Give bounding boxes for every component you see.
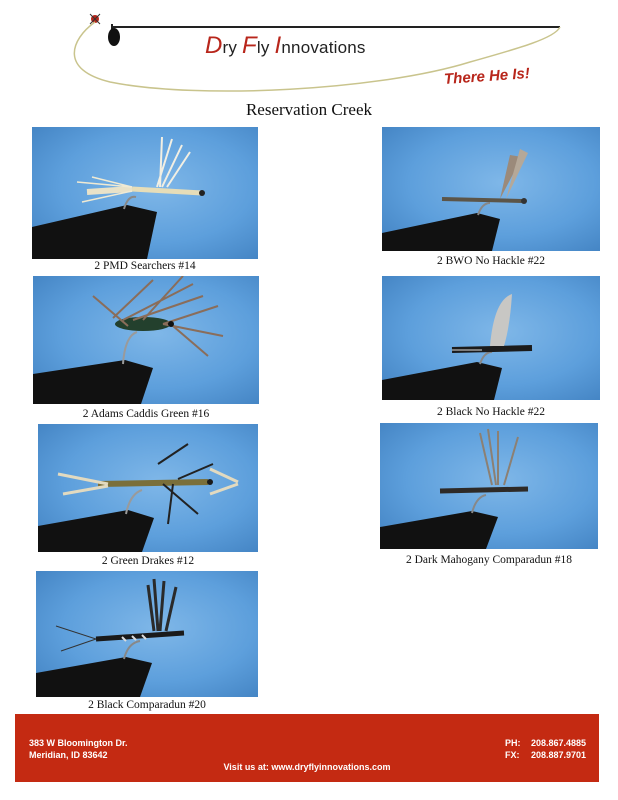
phone-number: 208.867.4885	[531, 738, 587, 748]
brand-text-2: ly	[256, 38, 275, 57]
fly-item-bwo-no-hackle: 2 BWO No Hackle #22	[382, 127, 600, 269]
fly-photo	[380, 423, 598, 549]
fly-caption: 2 Adams Caddis Green #16	[82, 408, 210, 420]
fly-caption: 2 BWO No Hackle #22	[437, 255, 545, 267]
fax-number: 208.887.9701	[531, 750, 587, 760]
fly-image-bwo	[382, 149, 528, 251]
fly-caption: 2 Black Comparadun #20	[88, 699, 206, 711]
fly-image-dark-mahogany	[380, 428, 529, 549]
fly-image-black-no-hackle	[382, 294, 533, 400]
fly-item-dark-mahogany-comparadun: 2 Dark Mahogany Comparadun #18	[380, 423, 598, 569]
brand-letter-d: D	[205, 32, 223, 59]
fly-image-green-drakes	[38, 443, 239, 552]
fly-image-black-comparadun	[36, 578, 185, 697]
fly-item-black-comparadun: 2 Black Comparadun #20	[36, 571, 258, 715]
fly-photo	[32, 127, 258, 259]
phone: PH: 208.867.4885	[505, 738, 586, 748]
fly-photo	[382, 127, 600, 251]
fly-item-adams-caddis-green: 2 Adams Caddis Green #16	[33, 276, 259, 422]
fly-caption: 2 Dark Mahogany Comparadun #18	[405, 554, 573, 566]
address-line-2: Meridian, ID 83642	[29, 750, 108, 760]
fly-rod-logo-graphic	[73, 13, 561, 92]
page-title: Reservation Creek	[245, 100, 373, 119]
phone-label: PH:	[505, 738, 521, 748]
footer: 383 W Bloomington Dr. Meridian, ID 83642…	[15, 714, 599, 782]
brand-letter-i: I	[274, 32, 282, 59]
website-link[interactable]: Visit us at: www.dryflyinnovations.com	[223, 762, 391, 772]
fax-label: FX:	[505, 750, 520, 760]
fly-photo	[36, 571, 258, 697]
fly-image-pmd	[32, 136, 205, 259]
fly-caption: 2 Green Drakes #12	[101, 555, 195, 567]
fly-item-pmd-searchers: 2 PMD Searchers #14	[32, 127, 258, 275]
brand-letter-f: F	[242, 32, 257, 59]
fly-caption: 2 Black No Hackle #22	[437, 406, 545, 418]
header: Dry Fly Innovations There He Is!	[0, 0, 618, 100]
fly-item-black-no-hackle: 2 Black No Hackle #22	[382, 276, 600, 422]
fly-photo	[38, 424, 258, 552]
brand-name: Dry Fly Innovations	[205, 32, 366, 60]
fly-item-green-drakes: 2 Green Drakes #12	[38, 424, 258, 570]
fax: FX: 208.887.9701	[505, 750, 586, 760]
fly-photo	[33, 276, 259, 404]
fly-image-adams	[33, 276, 224, 404]
brand-text-1: ry	[222, 38, 243, 57]
fly-photo	[382, 276, 600, 400]
brand-text-3: nnovations	[281, 38, 366, 57]
address-line-1: 383 W Bloomington Dr.	[29, 738, 128, 748]
fly-caption: 2 PMD Searchers #14	[94, 260, 196, 272]
